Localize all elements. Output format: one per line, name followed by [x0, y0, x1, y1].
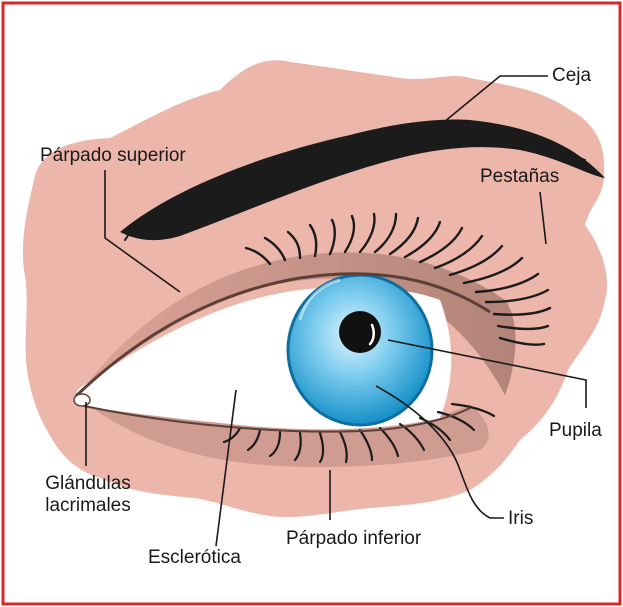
label-parpado-inferior: Párpado inferior: [286, 528, 421, 550]
label-glandulas-lacrimales: Glándulas lacrimales: [38, 473, 138, 517]
label-glandulas-line2: lacrimales: [38, 495, 138, 517]
label-esclerotica: Esclerótica: [148, 547, 241, 569]
tear-duct: [74, 394, 90, 406]
label-parpado-superior: Párpado superior: [40, 145, 186, 167]
label-pestanas: Pestañas: [480, 166, 559, 188]
label-iris: Iris: [508, 508, 533, 530]
label-glandulas-line1: Glándulas: [38, 473, 138, 495]
label-pupila: Pupila: [549, 420, 602, 442]
label-ceja: Ceja: [552, 65, 591, 87]
